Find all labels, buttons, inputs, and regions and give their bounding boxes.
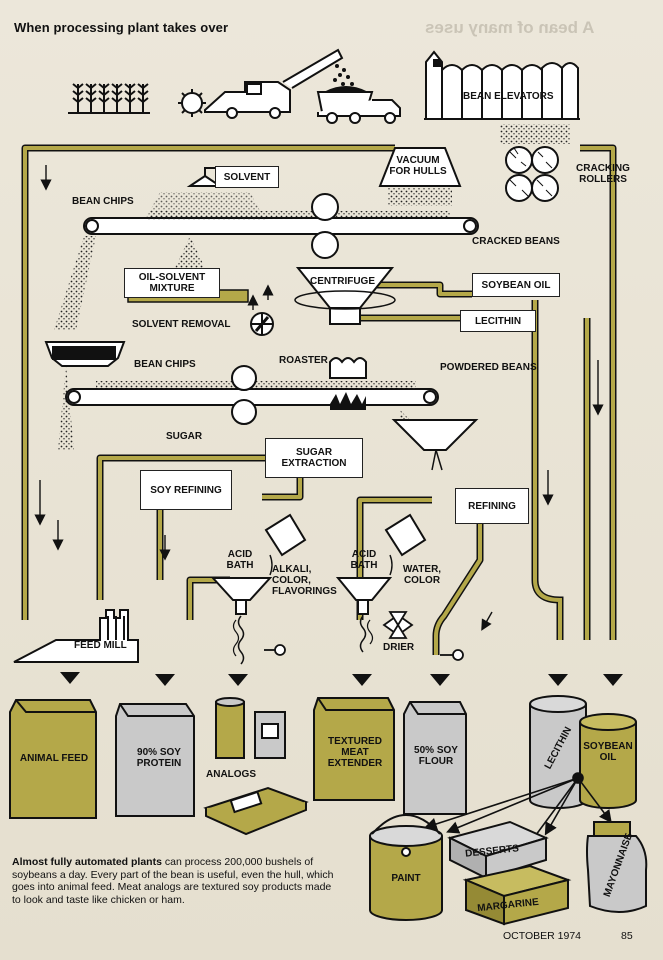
analogs-label: ANALOGS xyxy=(206,768,256,780)
chips-stream-2 xyxy=(175,236,205,268)
desserts-box xyxy=(447,820,549,880)
acid-bath-right-label: ACID BATH xyxy=(350,549,378,571)
caption: Almost fully automated plants can proces… xyxy=(12,856,342,906)
acid-bath-right-icon xyxy=(335,577,393,653)
animal-feed-bag xyxy=(9,699,97,819)
lecithin-box: LECITHIN xyxy=(460,310,536,332)
soy-refining-box: SOY REFINING xyxy=(140,470,232,510)
sugar-label: SUGAR xyxy=(166,431,203,442)
caption-lead: Almost fully automated plants xyxy=(12,856,162,868)
powder-drop xyxy=(400,410,410,420)
solvent-box: SOLVENT xyxy=(215,166,279,188)
valve-icons xyxy=(264,644,464,661)
soy-protein-label: 90% SOY PROTEIN xyxy=(136,747,182,769)
centrifuge-icon xyxy=(294,267,396,325)
alkali-color-flavorings-label: ALKALI, COLOR, FLAVORINGS xyxy=(272,564,337,597)
soybean-oil-box: SOYBEAN OIL xyxy=(472,273,560,297)
falling-beans-icon xyxy=(333,64,354,86)
solvent-spray-icon xyxy=(145,167,265,220)
powder-funnel-icon xyxy=(391,419,479,471)
sugar-extraction-box: SUGAR EXTRACTION xyxy=(265,438,363,478)
acid-bath-left-label: ACID BATH xyxy=(226,549,254,571)
product-arrows xyxy=(60,672,623,686)
mayonnaise-jar xyxy=(586,821,648,913)
footer-date: OCTOBER 1974 xyxy=(503,930,582,942)
feed-mill-label: FEED MILL xyxy=(74,640,127,651)
textured-meat-bag xyxy=(313,697,395,801)
margarine-box xyxy=(462,864,572,926)
soy-flour-label: 50% SOY FLOUR xyxy=(414,745,458,767)
soybean-field-icon xyxy=(68,83,150,114)
bean-elevators-label: BEAN ELEVATORS xyxy=(463,91,554,102)
page-number: 85 xyxy=(621,930,633,942)
solvent-removal-label: SOLVENT REMOVAL xyxy=(132,318,231,330)
vacuum-hood-icon xyxy=(378,147,462,206)
animal-feed-label: ANIMAL FEED xyxy=(19,752,89,764)
flow-arrows xyxy=(34,165,604,631)
analogs-cans xyxy=(203,697,309,836)
cracking-rollers-label: CRACKING ROLLERS xyxy=(576,163,630,185)
oil-solvent-mixture-box: OIL-SOLVENT MIXTURE xyxy=(124,268,220,298)
roaster-label: ROASTER xyxy=(279,355,328,366)
vacuum-for-hulls-label: VACUUM FOR HULLS xyxy=(389,155,447,177)
paint-label: PAINT xyxy=(391,872,421,884)
combine-harvester-icon xyxy=(178,48,344,119)
diagram-title: When processing plant takes over xyxy=(14,20,229,35)
conveyor-top xyxy=(83,193,479,259)
pouring-bucket-right-icon xyxy=(384,513,427,576)
chips-stream-1 xyxy=(54,236,96,330)
acid-bath-left-icon xyxy=(210,577,273,665)
roaster-icon xyxy=(329,357,367,410)
powdered-beans-label: POWDERED BEANS xyxy=(440,362,537,373)
dump-truck-icon xyxy=(316,86,401,124)
drier-fan-icon xyxy=(382,611,414,639)
cracked-beans-label: CRACKED BEANS xyxy=(472,236,560,247)
soy-protein-bag xyxy=(115,703,195,817)
soybean-oil-product-label: SOYBEAN OIL xyxy=(583,741,633,763)
feed-mill-icon xyxy=(13,609,139,663)
conveyor-mid xyxy=(65,365,439,425)
caption-body: can process 200,000 bushels of soybeans … xyxy=(12,856,334,906)
cracking-rollers-icon xyxy=(505,146,559,202)
water-color-label: WATER, COLOR xyxy=(402,564,442,586)
pouring-bucket-left-icon xyxy=(264,513,307,576)
chips-stream-3 xyxy=(58,365,74,450)
paint-can xyxy=(369,814,443,921)
refining-box: REFINING xyxy=(455,488,529,524)
bean-chips-mid-label: BEAN CHIPS xyxy=(134,359,196,370)
hopper-icon xyxy=(44,341,126,367)
bean-elevators-icon xyxy=(424,50,580,120)
bean-chips-top-label: BEAN CHIPS xyxy=(72,196,134,207)
falling-beans-dots xyxy=(500,124,570,144)
textured-meat-label: TEXTURED MEAT EXTENDER xyxy=(327,735,383,769)
centrifuge-label: CENTRIFUGE xyxy=(310,276,375,287)
soybean-oil-drum xyxy=(579,713,637,809)
drier-label: DRIER xyxy=(383,642,415,653)
solvent-removal-fan-icon xyxy=(250,312,274,336)
